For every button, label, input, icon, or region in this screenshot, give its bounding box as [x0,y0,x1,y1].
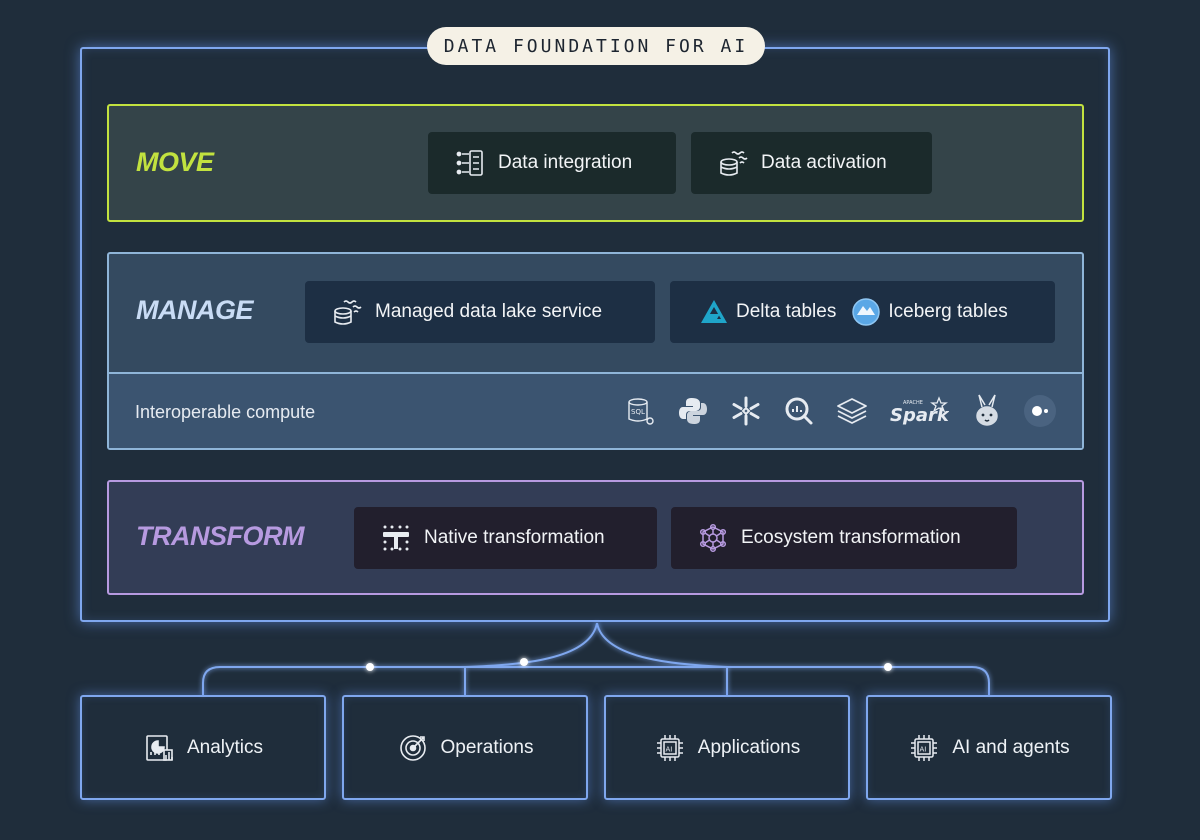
page-title: DATA FOUNDATION FOR AI [427,27,765,65]
data-integration-icon [454,147,486,179]
connector-node [884,663,892,671]
sql-icon: SQL [622,393,658,429]
destination-operations[interactable]: Operations [342,695,588,800]
destination-operations-label: Operations [440,736,534,758]
iceberg-tables-label: Iceberg tables [888,301,1008,322]
ecosystem-transformation-chip[interactable]: Ecosystem transformation [671,507,1017,569]
native-transformation-chip[interactable]: Native transformation [354,507,657,569]
databricks-icon [834,393,870,429]
interoperable-compute-label: Interoperable compute [135,402,316,422]
transform-layer-label: TRANSFORM [136,521,304,551]
bigquery-icon [781,393,817,429]
destination-applications[interactable]: AI Applications [604,695,850,800]
bunny-icon [969,393,1005,429]
data-activation-label: Data activation [761,152,887,173]
spark-icon: Spark APACHE [887,393,949,429]
move-layer-label: MOVE [136,147,214,177]
native-transformation-icon [380,522,412,554]
analytics-icon [143,732,175,764]
python-icon [675,393,711,429]
manage-divider [109,372,1082,374]
native-transformation-label: Native transformation [424,527,605,548]
destination-ai-agents[interactable]: AI AI and agents [866,695,1112,800]
connector-node [520,658,528,666]
compute-row [109,374,1082,448]
destination-analytics-label: Analytics [186,736,264,758]
destination-analytics[interactable]: Analytics [80,695,326,800]
svg-text:AI: AI [665,745,672,753]
starburst-icon [1022,393,1058,429]
applications-ai-chip-icon: AI [654,732,686,764]
snowflake-icon [728,393,764,429]
table-formats-chip[interactable]: Delta tables Iceberg tables [670,281,1055,343]
connector-node [366,663,374,671]
delta-tables-label: Delta tables [736,301,837,322]
data-lake-icon [331,296,363,328]
ecosystem-transformation-label: Ecosystem transformation [741,527,961,548]
spark-apache-text: APACHE [903,400,923,406]
ecosystem-transformation-icon [697,522,729,554]
managed-data-lake-chip[interactable]: Managed data lake service [305,281,655,343]
managed-data-lake-label: Managed data lake service [375,301,603,322]
data-activation-chip[interactable]: Data activation [691,132,932,194]
delta-logo-icon [698,296,730,328]
data-activation-icon [717,147,749,179]
iceberg-logo-icon [850,296,882,328]
data-integration-label: Data integration [498,152,633,173]
destination-ai-agents-label: AI and agents [952,736,1070,758]
ai-chip-icon: AI [908,732,940,764]
svg-text:SQL: SQL [631,408,645,416]
svg-text:AI: AI [920,745,927,753]
manage-layer-label: MANAGE [136,295,254,325]
operations-icon [397,732,429,764]
destination-applications-label: Applications [697,736,801,758]
data-integration-chip[interactable]: Data integration [428,132,676,194]
